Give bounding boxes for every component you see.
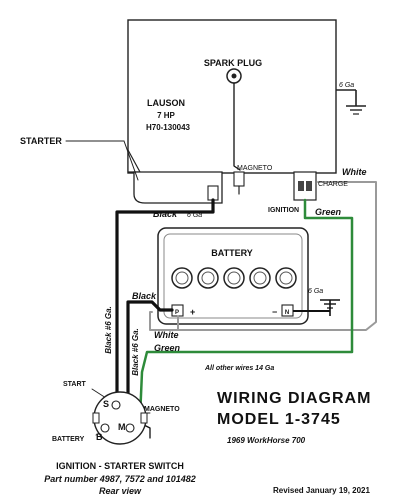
charge-terminal-1 bbox=[298, 181, 304, 191]
revised-date: Revised January 19, 2021 bbox=[273, 486, 371, 495]
switch-magneto-label: MAGNETO bbox=[144, 406, 180, 413]
spark-plug-label: SPARK PLUG bbox=[204, 58, 262, 68]
wires bbox=[65, 82, 377, 439]
white-wire-lower bbox=[149, 311, 179, 331]
switch-view: Rear view bbox=[99, 486, 142, 496]
diagram-model: MODEL 1-3745 bbox=[217, 411, 341, 428]
switch-battery-label: BATTERY bbox=[52, 436, 85, 443]
switch-part-numbers: Part number 4987, 7572 and 101482 bbox=[44, 474, 196, 484]
green-wire-bottom-label: Green bbox=[154, 343, 181, 353]
charge-label: CHARGE bbox=[318, 181, 348, 188]
engine-hp: 7 HP bbox=[157, 111, 175, 120]
engine-ground-gauge: 6 Ga bbox=[339, 82, 354, 89]
negative-terminal-letter: N bbox=[285, 310, 289, 316]
black-wire-label: Black bbox=[153, 209, 178, 219]
spark-plug-center bbox=[231, 73, 237, 79]
switch-s-label: S bbox=[103, 399, 109, 409]
charge-terminal-2 bbox=[306, 181, 312, 191]
diagram-title: WIRING DIAGRAM bbox=[217, 390, 371, 407]
labels: SPARK PLUG LAUSON 7 HP H70-130043 MAGNET… bbox=[20, 58, 371, 496]
battery-cell-ring bbox=[279, 271, 293, 285]
switch-terminal-m bbox=[125, 423, 135, 433]
starter-housing bbox=[133, 171, 223, 204]
battery-ground-gauge: 6 Ga bbox=[308, 288, 323, 295]
battery-cell-ring bbox=[253, 271, 267, 285]
battery bbox=[157, 227, 309, 325]
switch-m-label: M bbox=[118, 422, 126, 432]
switch-title: IGNITION - STARTER SWITCH bbox=[56, 461, 184, 471]
switch-terminal-s bbox=[111, 400, 121, 410]
battery-cell-ring bbox=[175, 271, 189, 285]
black-vertical-label-2: Black #6 Ga. bbox=[131, 328, 140, 376]
engine-make: LAUSON bbox=[147, 98, 185, 108]
starter-label: STARTER bbox=[20, 136, 62, 146]
battery-cell-ring bbox=[201, 271, 215, 285]
white-wire-label: White bbox=[342, 167, 367, 177]
engine-block bbox=[127, 19, 337, 174]
green-wire bbox=[138, 198, 354, 420]
battery-ground bbox=[293, 299, 340, 316]
charge-block bbox=[293, 171, 317, 201]
white-wire bbox=[177, 181, 377, 331]
white-wire-bottom-label: White bbox=[154, 330, 179, 340]
battery-positive-wire bbox=[126, 300, 174, 408]
battery-inner bbox=[163, 233, 303, 319]
engine bbox=[127, 19, 337, 204]
wire-gauge-note: All other wires 14 Ga bbox=[204, 365, 274, 372]
black-vertical-label-1: Black #6 Ga. bbox=[104, 306, 113, 354]
starter-wire bbox=[115, 198, 215, 394]
minus-sign: − bbox=[272, 307, 277, 317]
switch-terminal-b bbox=[100, 423, 110, 433]
battery-label: BATTERY bbox=[211, 248, 253, 258]
magneto-terminal bbox=[233, 171, 245, 187]
engine-ground bbox=[336, 89, 366, 115]
ignition-switch bbox=[92, 391, 148, 445]
battery-cell-ring bbox=[227, 271, 241, 285]
magneto-label: MAGNETO bbox=[237, 165, 273, 172]
positive-terminal-letter: P bbox=[175, 310, 179, 316]
start-leader bbox=[91, 388, 107, 399]
diagram-subtitle: 1969 WorkHorse 700 bbox=[227, 436, 306, 445]
battery-cells bbox=[171, 267, 297, 289]
spark-plug-lead bbox=[233, 82, 241, 171]
green-wire-label: Green bbox=[315, 207, 342, 217]
plus-sign: + bbox=[190, 307, 195, 317]
ignition-label: IGNITION bbox=[268, 207, 299, 214]
switch-b-label: B bbox=[96, 432, 103, 442]
starter-terminal bbox=[207, 185, 219, 201]
switch-start-label: START bbox=[63, 381, 87, 388]
engine-model: H70-130043 bbox=[146, 123, 191, 132]
black-battery-wire-label: Black bbox=[132, 291, 157, 301]
black-wire-gauge: 6 Ga bbox=[187, 212, 202, 219]
